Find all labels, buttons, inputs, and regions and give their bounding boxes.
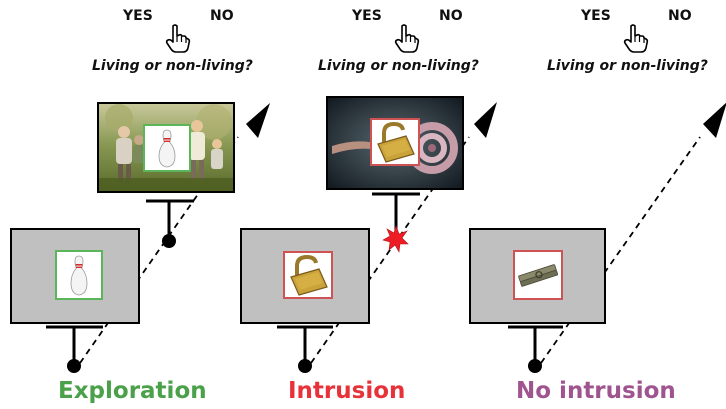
- clothespin-icon: [518, 264, 559, 287]
- exploration-dashed-path: [79, 136, 239, 364]
- no-intrusion-no-option[interactable]: NO: [668, 8, 692, 24]
- intrusion-photo-object-thumb: [370, 118, 420, 166]
- exploration-question: Living or non-living?: [92, 58, 253, 74]
- red-star-icon: [382, 225, 409, 253]
- exploration-yes-option[interactable]: YES: [123, 8, 153, 24]
- no-intrusion-base-node: [528, 359, 542, 373]
- intrusion-arrowhead-icon: [474, 102, 497, 138]
- pointing-hand-icon: [165, 24, 191, 53]
- intrusion-object-thumb: [283, 251, 333, 299]
- intrusion-connectors: [277, 102, 497, 373]
- exploration-no-option[interactable]: NO: [210, 8, 234, 24]
- exploration-photo-object-thumb: [143, 124, 191, 172]
- bowling-pin-icon: [70, 255, 88, 296]
- padlock-icon: [290, 254, 328, 296]
- no-intrusion-label: No intrusion: [516, 378, 676, 404]
- no-intrusion-object-thumb: [513, 250, 563, 300]
- no-intrusion-connectors: [508, 102, 726, 373]
- intrusion-label: Intrusion: [288, 378, 406, 404]
- no-intrusion-question: Living or non-living?: [547, 58, 708, 74]
- exploration-object-thumb: [55, 250, 103, 300]
- exploration-base-node: [67, 359, 81, 373]
- bowling-pin-icon: [158, 129, 176, 168]
- pointing-hand-icon: [623, 24, 649, 53]
- exploration-connectors: [46, 103, 270, 373]
- exploration-label: Exploration: [58, 378, 207, 404]
- park-people-scene-icon: [97, 102, 235, 193]
- intrusion-base-node: [298, 359, 312, 373]
- intrusion-question: Living or non-living?: [318, 58, 479, 74]
- no-intrusion-dashed-path: [540, 136, 701, 364]
- intrusion-no-option[interactable]: NO: [439, 8, 463, 24]
- no-intrusion-arrowhead-icon: [703, 102, 726, 138]
- exploration-arrowhead-icon: [246, 103, 270, 138]
- intrusion-dashed-path: [310, 136, 470, 364]
- padlock-icon: [377, 121, 415, 163]
- pointing-hand-icon: [394, 24, 420, 53]
- exploration-photo-node: [162, 234, 176, 248]
- intrusion-yes-option[interactable]: YES: [352, 8, 382, 24]
- no-intrusion-yes-option[interactable]: YES: [581, 8, 611, 24]
